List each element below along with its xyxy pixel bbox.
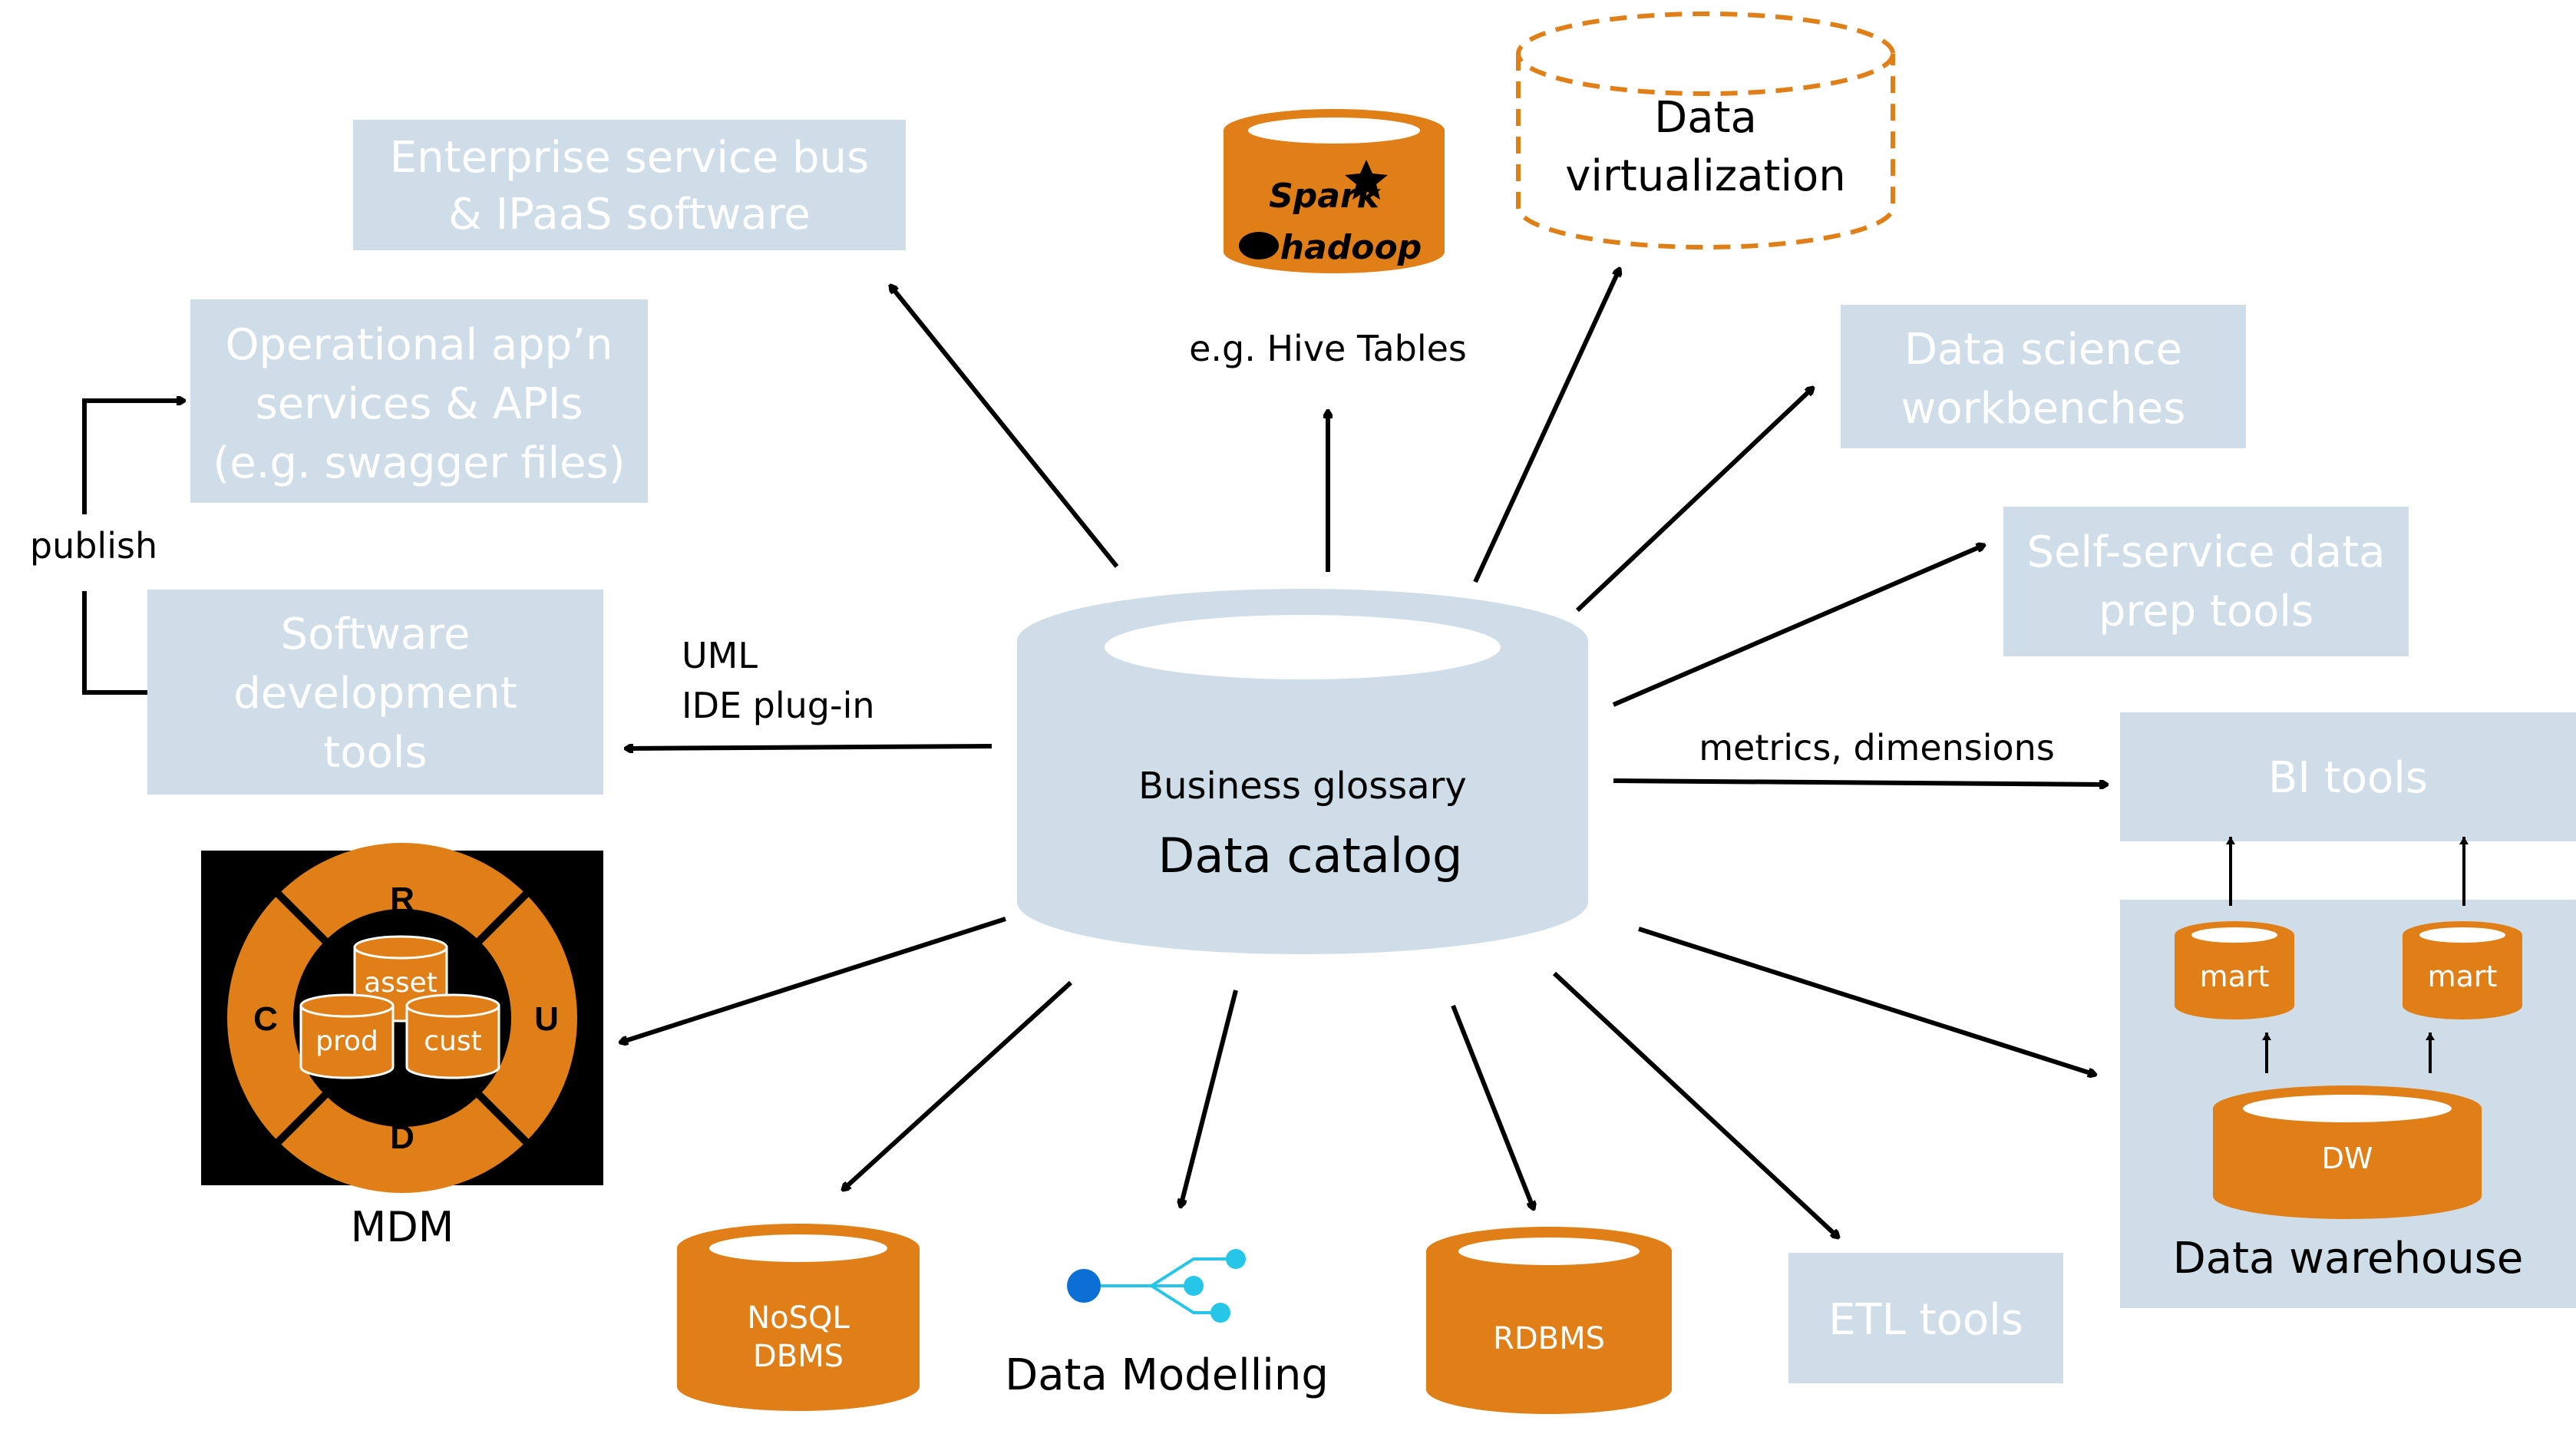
- nosql-label-line2: DBMS: [753, 1339, 844, 1374]
- rdbms-cylinder[interactable]: RDBMS: [1426, 1227, 1672, 1414]
- self-service-box[interactable]: Self-service data prep tools: [2003, 507, 2409, 656]
- esb-label-line2: & IPaaS software: [448, 190, 811, 240]
- mart-label-1: mart: [2200, 960, 2270, 993]
- catalog-arrows: [620, 269, 2107, 1237]
- mdm-letter-r: R: [390, 881, 414, 918]
- arrow-to-etl: [1552, 971, 1838, 1237]
- hadoop-logo: hadoop: [1280, 228, 1422, 267]
- mdm-letter-c: C: [253, 1000, 278, 1038]
- data-modelling-icon: [1067, 1249, 1246, 1323]
- hadoop-elephant-icon: [1239, 232, 1279, 259]
- bi-tools-box[interactable]: BI tools: [2120, 712, 2576, 841]
- mdm-node[interactable]: R U D C asset prod cust MDM: [201, 843, 603, 1251]
- operational-label-line1: Operational app’n: [225, 320, 613, 370]
- mart-label-2: mart: [2428, 960, 2498, 993]
- data-virtualization-cylinder[interactable]: Data virtualization: [1516, 12, 1895, 249]
- mdm-caption: MDM: [351, 1203, 454, 1251]
- bi-tools-label: BI tools: [2268, 753, 2428, 803]
- esb-label-line1: Enterprise service bus: [390, 133, 869, 183]
- etl-tools-label: ETL tools: [1828, 1295, 2023, 1345]
- dw-cylinder: DW: [2213, 1085, 2482, 1219]
- data-catalog-cylinder[interactable]: Business glossary Data catalog: [1017, 589, 1588, 954]
- publish-label: publish: [30, 525, 157, 567]
- mdm-letter-u: U: [534, 1000, 559, 1038]
- data-virtualization-line2: virtualization: [1565, 151, 1846, 201]
- nosql-label-line1: NoSQL: [747, 1300, 850, 1336]
- self-service-line1: Self-service data: [2027, 527, 2386, 577]
- data-science-box[interactable]: Data science workbenches: [1841, 305, 2246, 448]
- hive-cylinder[interactable]: Spark hadoop: [1224, 109, 1445, 273]
- arrow-to-virtualization: [1473, 269, 1620, 583]
- mart-cylinder-1: mart: [2175, 921, 2294, 1019]
- self-service-line2: prep tools: [2099, 586, 2313, 636]
- data-science-line1: Data science: [1904, 325, 2182, 375]
- software-dev-label-line1: Software: [281, 610, 471, 659]
- software-dev-label-line2: development: [233, 669, 517, 719]
- catalog-subtitle: Business glossary: [1138, 765, 1467, 808]
- hive-caption: e.g. Hive Tables: [1189, 328, 1467, 369]
- metrics-dimensions-label: metrics, dimensions: [1699, 727, 2055, 768]
- arrow-to-self-service: [1612, 545, 1984, 707]
- mart-cylinder-2: mart: [2403, 921, 2522, 1019]
- mdm-prod-label: prod: [315, 1026, 378, 1057]
- operational-box[interactable]: Operational app’n services & APIs (e.g. …: [190, 299, 648, 503]
- data-science-line2: workbenches: [1901, 384, 2186, 434]
- arrow-to-data-warehouse: [1638, 927, 2095, 1075]
- data-warehouse-caption: Data warehouse: [2173, 1234, 2524, 1284]
- data-modelling-label: Data Modelling: [1005, 1350, 1329, 1400]
- nosql-cylinder[interactable]: NoSQL DBMS: [677, 1224, 920, 1411]
- dw-label: DW: [2322, 1142, 2373, 1175]
- arrow-to-nosql: [843, 980, 1073, 1190]
- spark-star-icon: [1345, 160, 1388, 200]
- catalog-title: Data catalog: [1158, 828, 1463, 884]
- esb-box[interactable]: Enterprise service bus & IPaaS software: [353, 120, 906, 250]
- arrow-to-rdbms: [1451, 1004, 1534, 1209]
- arrow-to-esb: [890, 286, 1119, 568]
- arrow-to-software-dev: [626, 746, 992, 748]
- arrow-to-mdm: [620, 917, 1006, 1042]
- software-dev-box[interactable]: Software development tools: [147, 590, 603, 795]
- software-dev-label-line3: tools: [323, 728, 427, 778]
- data-warehouse-panel[interactable]: mart mart DW Data warehouse: [2120, 837, 2576, 1308]
- operational-label-line2: services & APIs: [256, 379, 583, 429]
- operational-label-line3: (e.g. swagger files): [213, 438, 625, 488]
- mdm-asset-label: asset: [364, 967, 438, 999]
- arrow-to-data-modelling: [1181, 990, 1238, 1207]
- ide-plugin-label: IDE plug-in: [682, 685, 875, 726]
- data-virtualization-line1: Data: [1654, 93, 1757, 143]
- mdm-cust-label: cust: [424, 1026, 481, 1057]
- arrow-to-bi-tools: [1613, 778, 2107, 785]
- mdm-letter-d: D: [390, 1118, 414, 1156]
- data-modelling-node[interactable]: Data Modelling: [1005, 1249, 1329, 1400]
- uml-label: UML: [682, 635, 758, 676]
- arrow-to-data-science: [1575, 388, 1813, 613]
- publish-connector: publish: [30, 401, 184, 695]
- etl-tools-box[interactable]: ETL tools: [1788, 1253, 2063, 1383]
- rdbms-label: RDBMS: [1493, 1321, 1605, 1356]
